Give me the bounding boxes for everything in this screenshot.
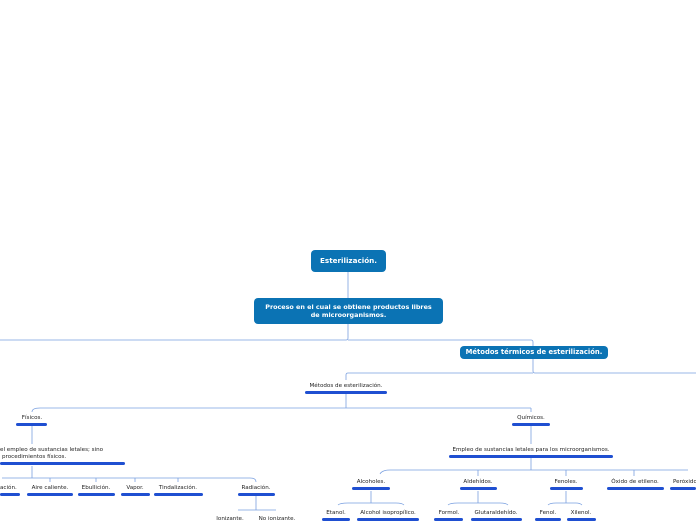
physical-desc[interactable]: el empleo de sustancias letales; sino pr…: [0, 447, 110, 461]
connector: [337, 491, 405, 506]
chemical-desc[interactable]: Empleo de sustancias letales para los mi…: [452, 447, 610, 453]
physical-item-bar: [78, 493, 115, 496]
connector: [345, 372, 533, 380]
connector: [547, 491, 583, 506]
connector: [2, 477, 257, 483]
chemical-item[interactable]: Aldehídos.: [463, 479, 493, 485]
thermal-methods-title: Métodos térmicos de esterilización.: [465, 348, 603, 357]
physical-item[interactable]: Aire caliente.: [31, 485, 69, 491]
connector: [379, 469, 688, 475]
physical-item[interactable]: Tindalización.: [158, 485, 198, 491]
methods-label[interactable]: Métodos de esterilización.: [309, 383, 383, 389]
chemical-label[interactable]: Químicos.: [517, 415, 545, 421]
connector: [0, 324, 349, 341]
physical-label[interactable]: Físicos.: [21, 415, 43, 421]
chemical-bar: [512, 423, 550, 426]
physical-item[interactable]: ación.: [0, 485, 17, 491]
chemical-item-bar: [352, 487, 390, 490]
chemical-item-bar: [460, 487, 497, 490]
physical-item-bar: [238, 493, 275, 496]
chemical-item-bar: [670, 487, 696, 490]
thermal-methods-node[interactable]: Métodos térmicos de esterilización.: [460, 346, 608, 359]
definition-node[interactable]: Proceso en el cual se obtiene productos …: [254, 298, 443, 324]
chemical-desc-bar: [449, 455, 613, 458]
phenol-item[interactable]: Fenol.: [539, 510, 557, 516]
alcohol-item[interactable]: Alcohol isopropílico.: [360, 510, 416, 516]
connector: [238, 496, 276, 511]
chemical-item[interactable]: Alcoholes.: [356, 479, 386, 485]
chemical-item[interactable]: Óxido de etileno.: [611, 479, 659, 485]
chemical-item-bar: [550, 487, 583, 490]
aldehyde-item[interactable]: Formol.: [438, 510, 460, 516]
connector: [31, 407, 41, 413]
radiation-child[interactable]: Ionizante.: [216, 516, 244, 522]
connector: [447, 491, 509, 506]
connector: [477, 470, 635, 476]
physical-item-bar: [27, 493, 73, 496]
connector: [532, 358, 696, 374]
chemical-item[interactable]: Fenoles.: [554, 479, 578, 485]
radiation-child[interactable]: No ionizante.: [258, 516, 296, 522]
alcohol-item[interactable]: Etanol.: [326, 510, 346, 516]
chemical-item[interactable]: Peróxido: [673, 479, 696, 485]
root-node[interactable]: Esterilización.: [311, 250, 386, 272]
methods-bar: [305, 391, 387, 394]
physical-desc-line1: el empleo de sustancias letales; sino: [0, 447, 104, 453]
connector: [49, 478, 179, 482]
physical-bar: [16, 423, 47, 426]
aldehyde-item[interactable]: Glutaraldehído.: [474, 510, 518, 516]
phenol-item[interactable]: Xilenol.: [570, 510, 592, 516]
physical-item[interactable]: Vapor.: [126, 485, 144, 491]
physical-item[interactable]: Ebullición.: [81, 485, 111, 491]
physical-item-bar: [154, 493, 203, 496]
root-title: Esterilización.: [320, 256, 377, 266]
chemical-item-bar: [607, 487, 664, 490]
physical-desc-line2: procedimientos físicos.: [2, 453, 67, 460]
definition-text: Proceso en el cual se obtiene productos …: [265, 302, 432, 319]
physical-item-bar: [0, 493, 20, 496]
physical-desc-bar: [0, 462, 125, 465]
connector: [348, 339, 534, 346]
physical-item-bar: [121, 493, 150, 496]
physical-item[interactable]: Radiación.: [241, 485, 271, 491]
